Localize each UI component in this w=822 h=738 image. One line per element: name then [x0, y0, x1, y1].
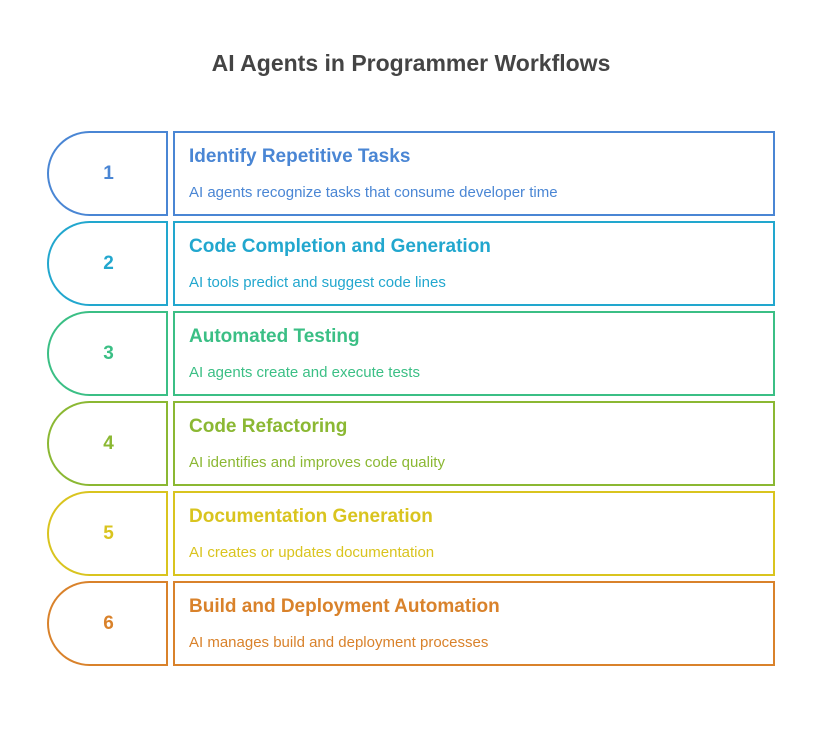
step-card: Code Completion and Generation AI tools …	[173, 221, 775, 306]
step-3: 3 Automated Testing AI agents create and…	[47, 311, 775, 396]
step-number-badge: 4	[47, 401, 168, 486]
step-number: 6	[103, 612, 114, 634]
step-description: AI creates or updates documentation	[189, 544, 435, 561]
step-number-badge: 6	[47, 581, 168, 666]
step-card: Documentation Generation AI creates or u…	[173, 491, 775, 576]
step-number-badge: 5	[47, 491, 168, 576]
step-description: AI identifies and improves code quality	[189, 454, 445, 471]
step-number: 1	[103, 162, 114, 184]
step-description: AI tools predict and suggest code lines	[189, 274, 446, 291]
step-number-badge: 1	[47, 131, 168, 216]
step-4: 4 Code Refactoring AI identifies and imp…	[47, 401, 775, 486]
step-card: Build and Deployment Automation AI manag…	[173, 581, 775, 666]
step-title: Build and Deployment Automation	[189, 596, 500, 617]
step-description: AI agents create and execute tests	[189, 364, 420, 381]
step-number-badge: 2	[47, 221, 168, 306]
step-number: 3	[103, 342, 114, 364]
step-card: Identify Repetitive Tasks AI agents reco…	[173, 131, 775, 216]
step-title: Code Refactoring	[189, 416, 348, 437]
step-description: AI manages build and deployment processe…	[189, 634, 489, 651]
step-1: 1 Identify Repetitive Tasks AI agents re…	[47, 131, 775, 216]
step-number-badge: 3	[47, 311, 168, 396]
step-card: Automated Testing AI agents create and e…	[173, 311, 775, 396]
step-description: AI agents recognize tasks that consume d…	[189, 184, 558, 201]
step-title: Documentation Generation	[189, 506, 433, 527]
step-number: 5	[103, 522, 114, 544]
step-5: 5 Documentation Generation AI creates or…	[47, 491, 775, 576]
step-6: 6 Build and Deployment Automation AI man…	[47, 581, 775, 666]
step-number: 2	[103, 252, 114, 274]
step-title: Automated Testing	[189, 326, 360, 347]
step-title: Identify Repetitive Tasks	[189, 146, 411, 167]
step-card: Code Refactoring AI identifies and impro…	[173, 401, 775, 486]
page-title: AI Agents in Programmer Workflows	[211, 50, 611, 76]
step-2: 2 Code Completion and Generation AI tool…	[47, 221, 775, 306]
step-title: Code Completion and Generation	[189, 236, 491, 257]
step-number: 4	[103, 432, 114, 454]
